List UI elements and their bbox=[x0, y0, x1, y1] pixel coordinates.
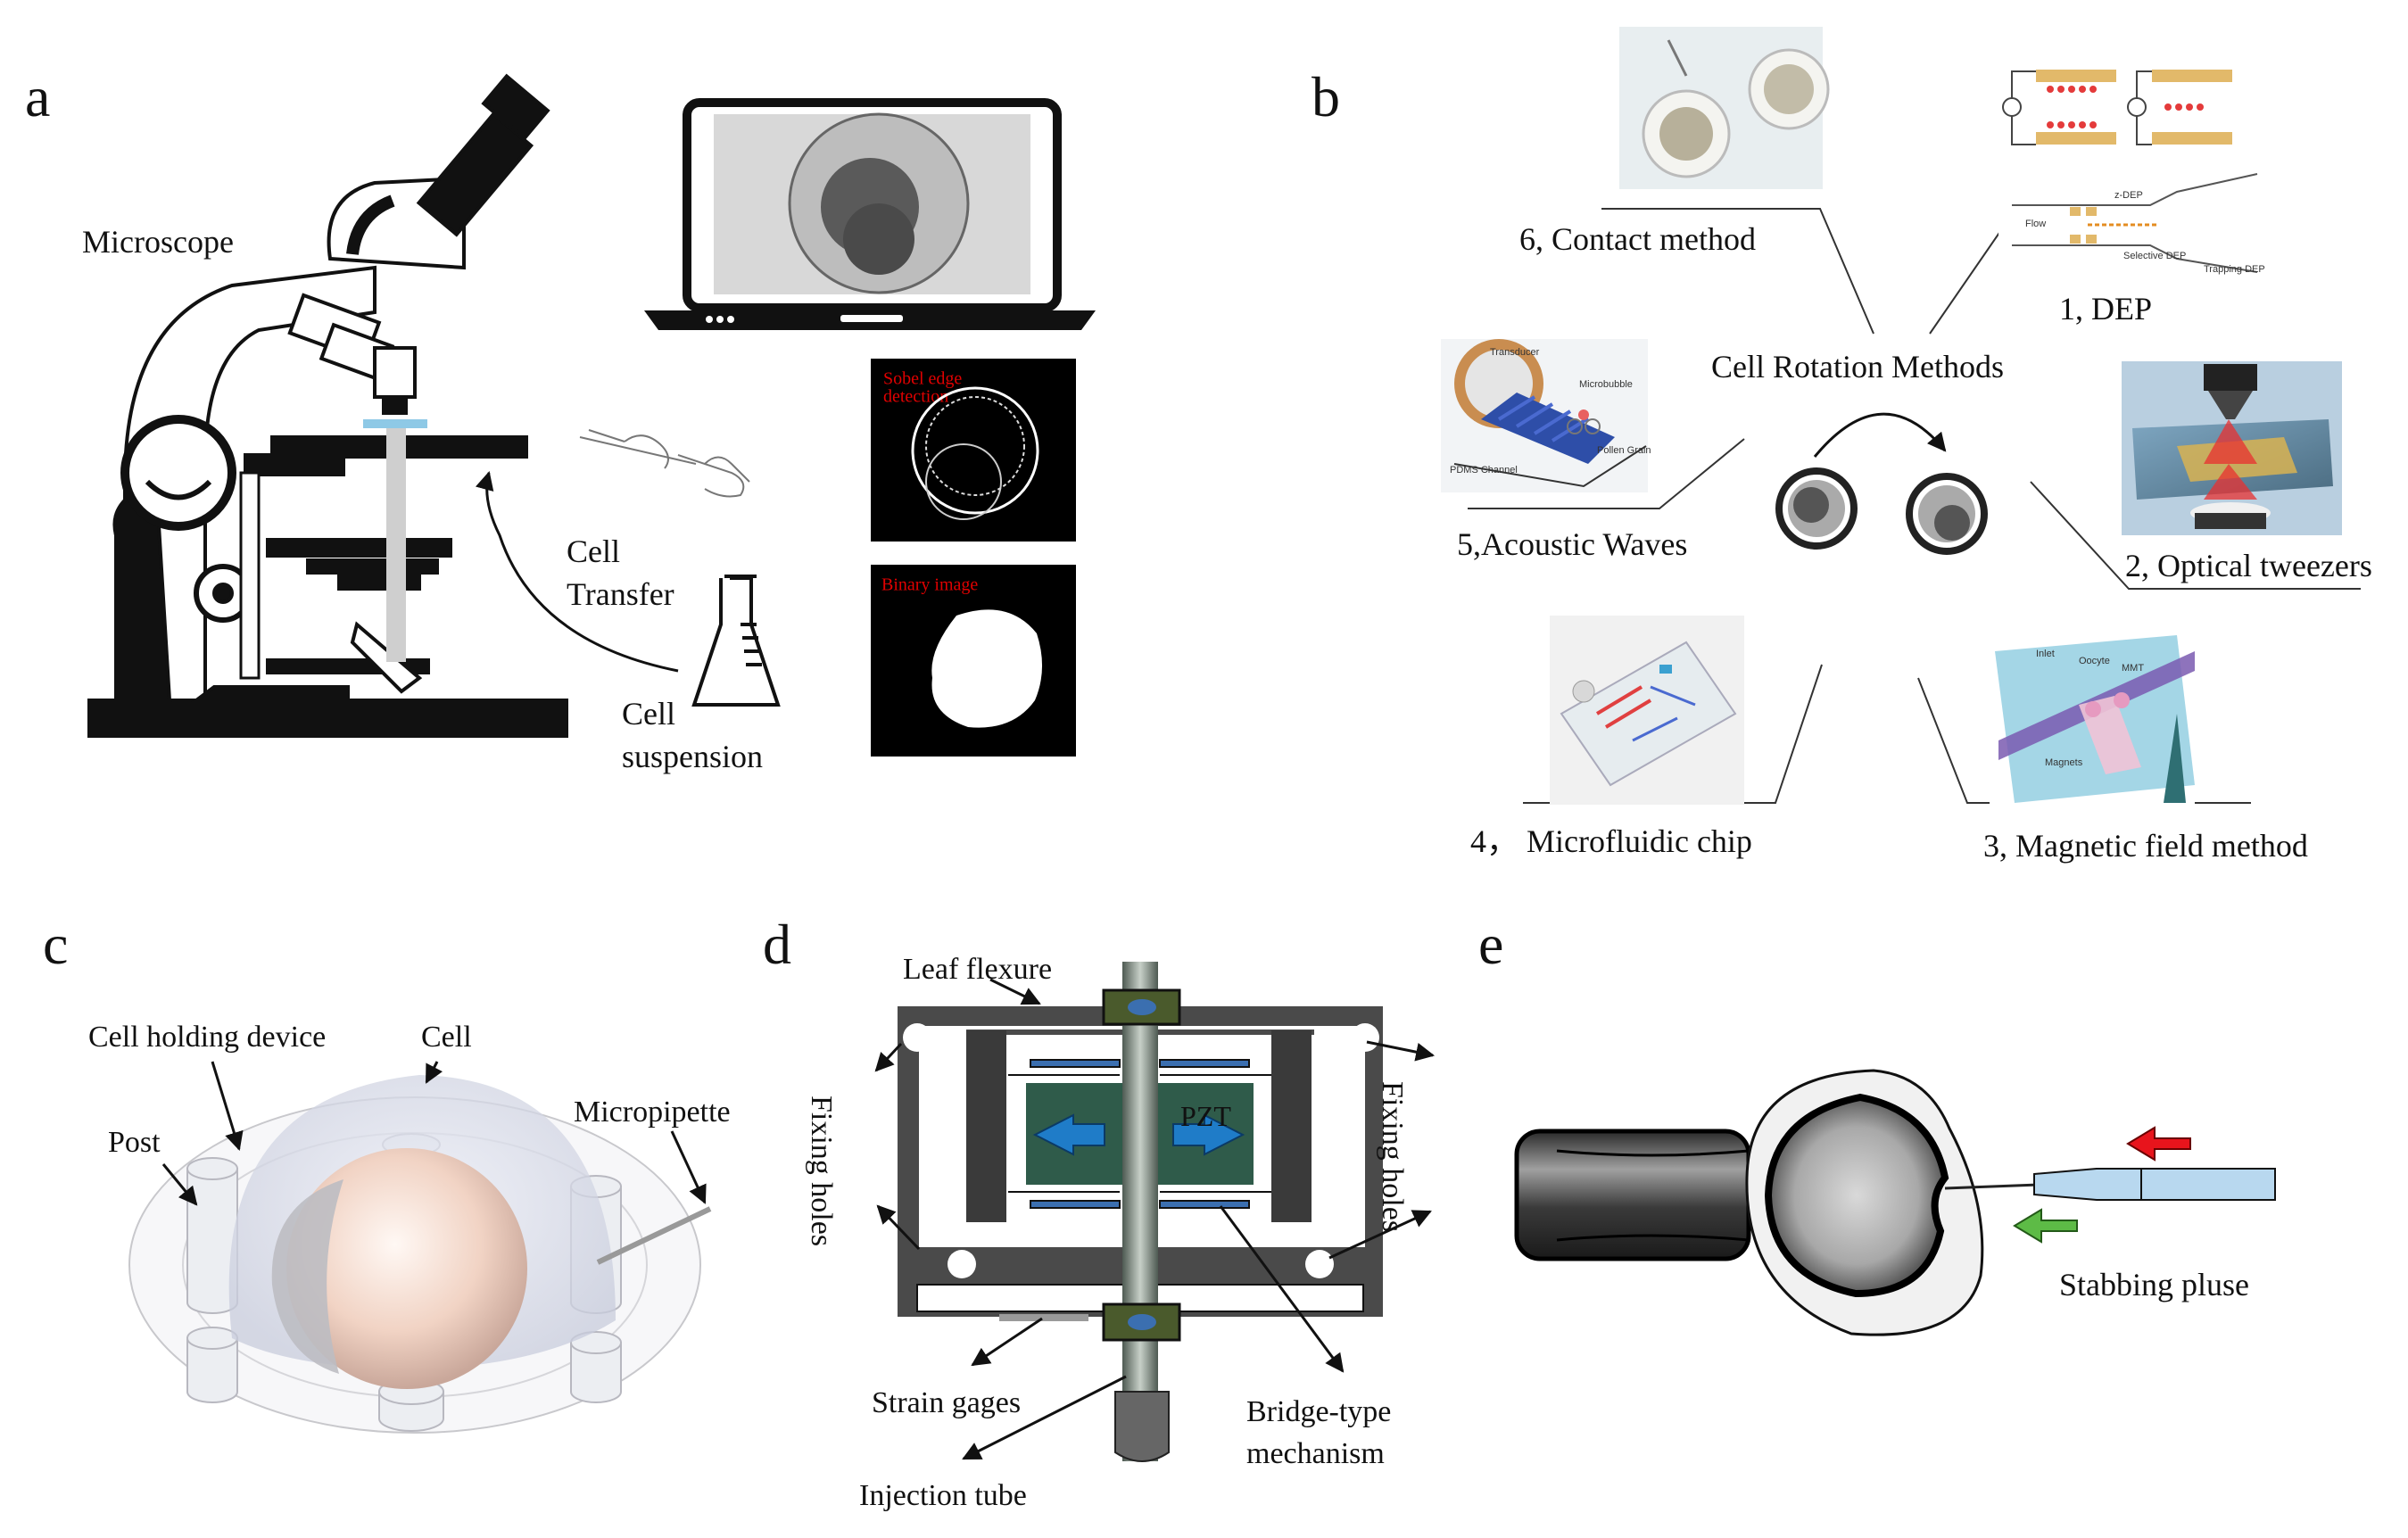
inset-microfluidic bbox=[1550, 616, 1744, 805]
inset-optical bbox=[2122, 361, 2342, 535]
panel-a: a Micro bbox=[25, 65, 1096, 774]
oocyte bbox=[1764, 1093, 1949, 1298]
inset-magnetic: Inlet Oocyte MMT Magnets bbox=[1990, 635, 2195, 805]
edge-detection-image: Sobel edge detection bbox=[871, 359, 1076, 542]
binary-image: Binary image bbox=[871, 565, 1076, 757]
label-fixing-holes-right: Fixing holes bbox=[1376, 1081, 1409, 1232]
label-bridge-line1: Bridge-type bbox=[1246, 1395, 1391, 1428]
edge-title-line1: Sobel edge bbox=[883, 369, 962, 389]
label-cell-holding-device: Cell holding device bbox=[88, 1021, 326, 1054]
inset-dep: Flow z-DEP Selective DEP Trapping DEP bbox=[1998, 62, 2265, 277]
panel-d: d PZT bbox=[763, 913, 1436, 1512]
magnetic-inlet-text: Inlet bbox=[2036, 649, 2055, 659]
label-acoustic-waves: 5,Acoustic Waves bbox=[1457, 526, 1687, 562]
light-beam bbox=[386, 428, 406, 662]
suspension-label-line2: suspension bbox=[622, 739, 763, 774]
magnetic-oocyte-text: Oocyte bbox=[2079, 656, 2110, 666]
holding-pipette bbox=[1514, 1129, 1751, 1261]
pipette-hand-sketch bbox=[579, 429, 750, 498]
red-arrow bbox=[2126, 1126, 2191, 1162]
label-injection-tube: Injection tube bbox=[859, 1479, 1027, 1512]
panel-e: e Stabbing pluse bbox=[1478, 913, 2276, 1336]
label-leaf-flexure: Leaf flexure bbox=[903, 953, 1052, 986]
injection-needle bbox=[1944, 1183, 2040, 1190]
panel-c: c Cell holding device Cell Post Micropip… bbox=[43, 913, 731, 1434]
transfer-label-line2: Transfer bbox=[567, 576, 674, 612]
acoustic-pdms-text: PDMS Channel bbox=[1450, 465, 1518, 475]
magnetic-mmt-text: MMT bbox=[2122, 663, 2144, 674]
label-strain-gages: Strain gages bbox=[872, 1386, 1021, 1419]
flask-icon bbox=[691, 575, 781, 707]
dep-zdep-text: z-DEP bbox=[2114, 190, 2143, 201]
cell-sphere bbox=[286, 1148, 527, 1389]
panel-label-c: c bbox=[43, 913, 68, 976]
panel-label-e: e bbox=[1478, 913, 1503, 976]
injection-tube bbox=[1122, 962, 1158, 1461]
dep-flow-text: Flow bbox=[2025, 219, 2046, 229]
microscope-label: Microscope bbox=[82, 224, 234, 260]
rotation-cells bbox=[1775, 412, 1988, 555]
panel-b: b Cell Rotation Methods 6, bbox=[1312, 27, 2372, 864]
label-dep: 1, DEP bbox=[2059, 291, 2152, 327]
dep-trapping-text: Trapping DEP bbox=[2204, 264, 2265, 275]
label-magnetic-field-method: 3, Magnetic field method bbox=[1983, 828, 2308, 864]
pzt-label: PZT bbox=[1180, 1100, 1231, 1132]
panel-label-b: b bbox=[1312, 65, 1340, 128]
label-microfluidic-chip: 4， Microfluidic chip bbox=[1470, 823, 1752, 859]
micropipette-needle bbox=[596, 1206, 712, 1265]
transfer-label-line1: Cell bbox=[567, 533, 620, 569]
label-fixing-holes-left: Fixing holes bbox=[805, 1096, 838, 1246]
inset-contact bbox=[1619, 27, 1830, 189]
label-bridge-line2: mechanism bbox=[1246, 1437, 1385, 1470]
acoustic-transducer-text: Transducer bbox=[1490, 347, 1540, 358]
strain-gage bbox=[999, 1314, 1088, 1321]
clamp-bottom bbox=[1102, 1302, 1181, 1342]
center-title: Cell Rotation Methods bbox=[1711, 349, 2004, 384]
injection-pipette bbox=[2140, 1168, 2276, 1201]
label-stabbing-pulse: Stabbing pluse bbox=[2059, 1267, 2249, 1302]
label-contact-method: 6, Contact method bbox=[1519, 221, 1756, 257]
microscope-slide bbox=[363, 419, 427, 428]
binary-title: Binary image bbox=[881, 575, 978, 595]
magnetic-magnets-text: Magnets bbox=[2045, 757, 2083, 768]
panel-label-a: a bbox=[25, 65, 50, 128]
suspension-label-line1: Cell bbox=[622, 696, 675, 732]
laptop-icon bbox=[644, 98, 1096, 330]
label-post: Post bbox=[108, 1126, 161, 1159]
green-arrow bbox=[2013, 1208, 2078, 1244]
transfer-arrow bbox=[475, 470, 679, 673]
edge-title-line2: detection bbox=[883, 387, 948, 407]
label-optical-tweezers: 2, Optical tweezers bbox=[2125, 548, 2372, 583]
panel-label-d: d bbox=[763, 913, 791, 976]
label-micropipette: Micropipette bbox=[574, 1096, 731, 1129]
inset-acoustic: Transducer Microbubble Pollen Grain PDMS… bbox=[1441, 339, 1651, 492]
microscope-illustration bbox=[87, 73, 568, 738]
dep-selective-text: Selective DEP bbox=[2123, 251, 2186, 261]
acoustic-pollen-text: Pollen Grain bbox=[1597, 445, 1651, 456]
label-cell: Cell bbox=[421, 1021, 472, 1054]
acoustic-microbubble-text: Microbubble bbox=[1579, 379, 1633, 390]
cell-nucleus-cap bbox=[271, 1179, 343, 1374]
